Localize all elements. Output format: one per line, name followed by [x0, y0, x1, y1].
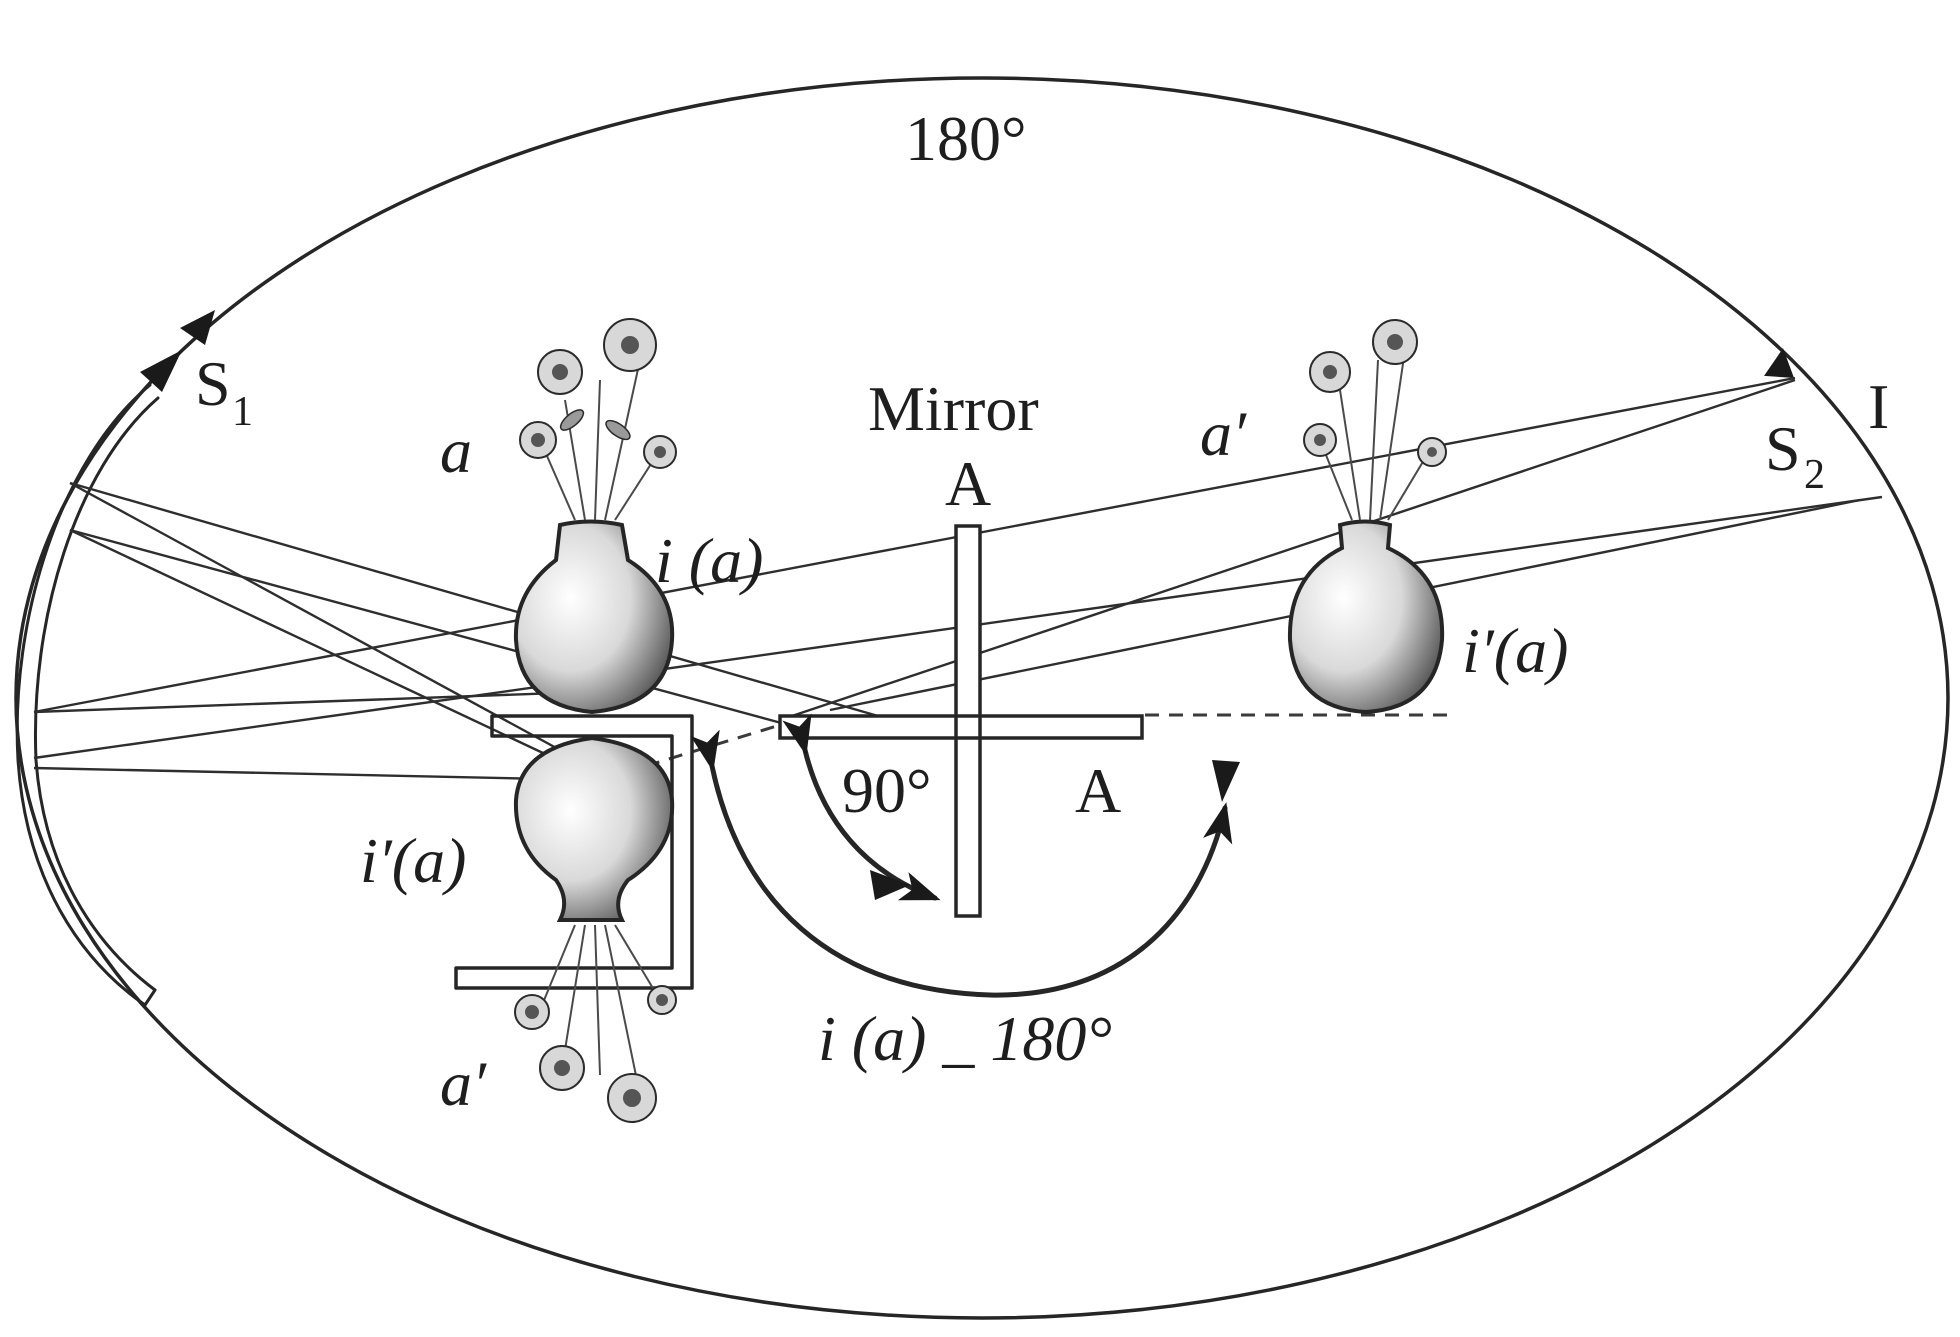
ellipse-arrow-right — [1764, 348, 1795, 379]
label-top-angle: 180° — [905, 103, 1027, 174]
left-band-outer — [15, 383, 152, 1007]
vase-inverted-left — [513, 735, 677, 1123]
left-band-arrow — [140, 350, 182, 392]
ellipse-arrow-left — [180, 310, 215, 345]
label-a-prime-bottom: a′ — [440, 1048, 487, 1119]
mirror-horizontal-plate — [778, 714, 1144, 740]
ninety-degree-arc-extra-head — [870, 870, 910, 900]
label-axis-top: A — [945, 448, 991, 519]
label-s1: S — [195, 348, 231, 419]
label-rotation: i (a) _ 180° — [818, 1003, 1112, 1074]
label-axis-right: A — [1075, 755, 1121, 826]
label-s1-sub: 1 — [232, 389, 253, 435]
label-mirror: Mirror — [868, 373, 1039, 444]
label-i-prime-a-left: i′(a) — [360, 825, 466, 896]
label-s2-sub: 2 — [1804, 452, 1825, 498]
left-band-inner — [33, 396, 160, 992]
label-i-a: i (a) — [655, 525, 763, 596]
vase-right-image — [1287, 319, 1447, 715]
rotation-arc-small-arrow — [1212, 760, 1240, 802]
label-right-angle: 90° — [842, 755, 932, 826]
rotation-arc — [690, 729, 1233, 998]
left-band-end — [143, 988, 157, 1007]
label-a-prime-right: a′ — [1200, 398, 1247, 469]
label-a: a — [440, 415, 472, 486]
outer-rotation-ellipse — [14, 76, 1950, 1320]
label-s2: S — [1765, 413, 1801, 484]
vase-upright-left — [513, 318, 677, 715]
label-i-prime-a-right: i′(a) — [1462, 615, 1568, 686]
label-i-right: I — [1868, 371, 1889, 442]
